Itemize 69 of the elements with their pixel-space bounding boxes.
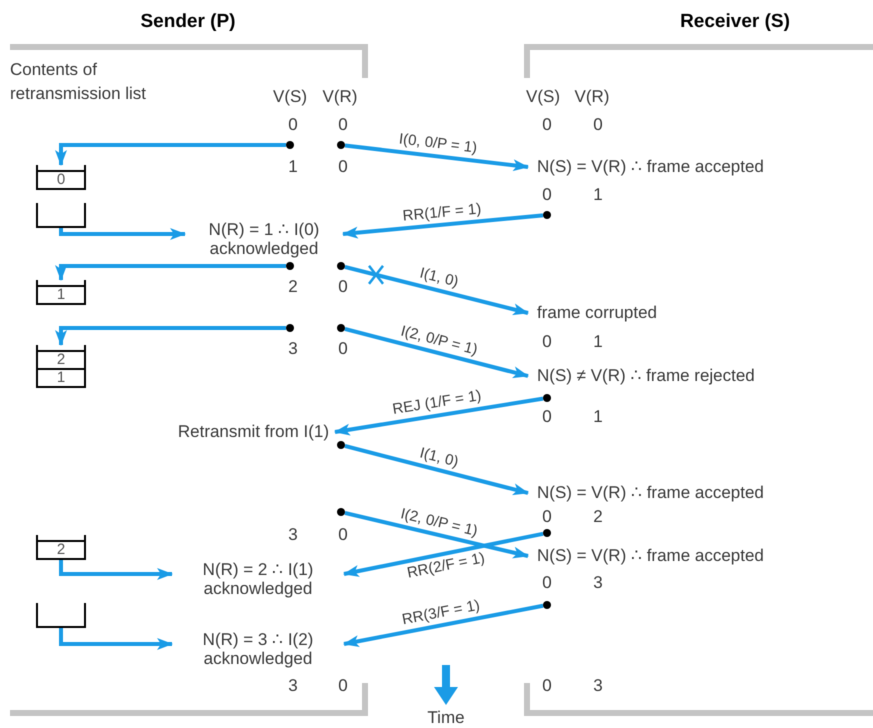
arrow bbox=[344, 444, 529, 496]
state-value: 1 bbox=[593, 185, 603, 205]
arrow bbox=[55, 143, 286, 166]
state-value: 0 bbox=[338, 277, 348, 297]
status-text: Retransmit from I(1) bbox=[110, 418, 335, 446]
state-value: 0 bbox=[542, 332, 552, 352]
arrow bbox=[344, 327, 529, 378]
state-value: 0 bbox=[542, 507, 552, 527]
state-value: 0 bbox=[542, 407, 552, 427]
status-text: N(S) = V(R) ∴ frame accepted bbox=[528, 542, 828, 570]
status-text: N(S) = V(R) ∴ frame accepted bbox=[528, 153, 828, 181]
state-value: 3 bbox=[288, 676, 298, 696]
state-value: 1 bbox=[288, 157, 298, 177]
status-text: N(S) = V(R) ∴ frame accepted bbox=[528, 479, 828, 507]
status-text: frame corrupted bbox=[528, 299, 828, 327]
arrow bbox=[342, 213, 544, 239]
state-value: 0 bbox=[288, 115, 298, 135]
state-value: 1 bbox=[593, 332, 603, 352]
state-value: 0 bbox=[542, 185, 552, 205]
state-value: 3 bbox=[288, 339, 298, 359]
retransmission-buffer bbox=[36, 535, 86, 560]
arrow bbox=[343, 604, 544, 648]
state-value: 0 bbox=[338, 525, 348, 545]
list-entry: 2 bbox=[38, 350, 84, 368]
state-value: 0 bbox=[542, 573, 552, 593]
list-entry: 2 bbox=[38, 540, 84, 558]
list-entry: 1 bbox=[38, 285, 84, 303]
arrow bbox=[343, 532, 544, 577]
retransmission-buffer bbox=[36, 280, 86, 305]
arrow bbox=[59, 560, 173, 580]
arrow bbox=[344, 143, 529, 172]
state-value: V(S) bbox=[273, 87, 307, 107]
status-text: N(R) = 3 ∴ I(2) acknowledged bbox=[172, 630, 344, 670]
state-value: 2 bbox=[593, 507, 603, 527]
state-value: V(S) bbox=[526, 87, 560, 107]
arrow bbox=[55, 326, 286, 346]
state-value: Time bbox=[427, 708, 465, 728]
status-text: N(R) = 1 ∴ I(0) acknowledged bbox=[185, 220, 343, 260]
state-value: V(R) bbox=[322, 87, 358, 107]
list-entry: 0 bbox=[38, 170, 84, 188]
arrow bbox=[55, 264, 286, 281]
state-value: 0 bbox=[593, 115, 603, 135]
state-value: 0 bbox=[338, 115, 348, 135]
state-value: 0 bbox=[338, 676, 348, 696]
arrow bbox=[59, 628, 173, 650]
arrow bbox=[59, 228, 186, 240]
state-value: V(R) bbox=[574, 87, 610, 107]
retransmission-buffer bbox=[36, 165, 86, 190]
status-text: N(S) ≠ V(R) ∴ frame rejected bbox=[528, 362, 828, 390]
status-text: N(R) = 2 ∴ I(1) acknowledged bbox=[172, 560, 344, 600]
empty-buffer bbox=[36, 603, 86, 628]
arrow bbox=[344, 510, 529, 558]
state-value: 0 bbox=[542, 115, 552, 135]
state-value: 0 bbox=[542, 676, 552, 696]
arrow bbox=[344, 265, 529, 316]
arrow bbox=[334, 396, 544, 436]
column-heading: Receiver (S) bbox=[680, 10, 790, 34]
state-value: 1 bbox=[593, 407, 603, 427]
list-entry: 1 bbox=[38, 368, 84, 386]
state-value: 3 bbox=[288, 525, 298, 545]
column-heading: Sender (P) bbox=[140, 10, 236, 34]
state-value: 0 bbox=[338, 339, 348, 359]
retransmission-buffer bbox=[36, 345, 86, 388]
state-value: 0 bbox=[338, 157, 348, 177]
empty-buffer bbox=[36, 203, 86, 228]
note-text: Contents of retransmission list bbox=[10, 59, 148, 105]
state-value: 3 bbox=[593, 573, 603, 593]
state-value: 3 bbox=[593, 676, 603, 696]
state-value: 2 bbox=[288, 277, 298, 297]
